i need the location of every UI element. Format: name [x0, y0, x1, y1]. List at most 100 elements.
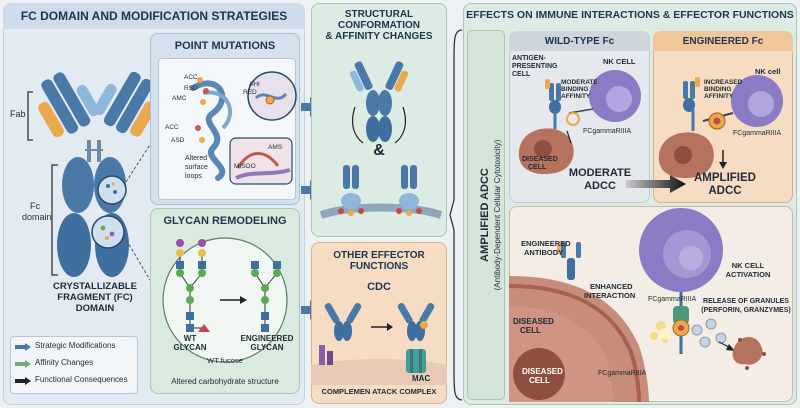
legend-functional-arrow-icon	[15, 377, 31, 385]
fcg-label-bottom-2: FCgammaRIIIA	[598, 370, 647, 377]
structural-title-line2: CONFORMATION	[337, 20, 421, 31]
inset-label-misoo: MISOO	[234, 163, 256, 170]
legend-item-affinity: Affinity Changes	[35, 358, 94, 367]
glycan-remodeling-title: GLYCAN REMODELING	[163, 215, 287, 227]
wt-fucose-label: WT fucose	[207, 356, 243, 365]
point-mutations-title: POINT MUTATIONS	[174, 40, 276, 52]
fcg-label-bottom-1: FCgammaRIIIA	[648, 296, 697, 303]
engineered-antibody-2: ANTIBODY	[524, 248, 564, 257]
eng-interaction-illustration	[658, 75, 783, 179]
vertical-bracket	[449, 29, 463, 401]
fab-label: Fab	[10, 109, 26, 119]
mutation-label-asd: ASD	[171, 137, 185, 144]
caption-surface: surface	[185, 164, 208, 171]
diseased-label-bottom-2: CELL	[520, 326, 541, 335]
moderate-affinity-3: AFFINITY	[561, 93, 591, 100]
right-title: EFFECTS ON IMMUNE INTERACTIONS & EFFECTO…	[466, 9, 794, 21]
legend-strategic-arrow-icon	[15, 343, 31, 351]
protein-ribbon-illustration	[190, 71, 297, 185]
mutation-label-amc: AMC	[172, 95, 187, 102]
cdc-illustration	[311, 303, 447, 385]
mutation-label-acc-1: ACC	[184, 74, 198, 81]
complement-complex-label: COMPLEMEN ATACK COMPLEX	[321, 387, 437, 396]
arrow-glycan-to-structural	[301, 180, 320, 200]
vertical-amplified-bar	[467, 30, 505, 400]
amplified-adcc-2: ADCC	[708, 185, 742, 197]
moderate-to-amplified-arrow	[626, 175, 686, 193]
diseased-label-bottom-4: CELL	[529, 376, 550, 385]
arrow-mutations-to-structural	[301, 97, 320, 117]
inset-label-ahi: AHI	[249, 81, 260, 88]
nk-activation-1: NK CELL	[731, 261, 765, 270]
structural-panel	[311, 3, 447, 237]
nk-cell-label-eng: NK cell	[755, 67, 781, 76]
adcc-mechanism-illustration	[508, 208, 766, 403]
fragment-label-line3: DOMAIN	[75, 303, 115, 314]
arrow-glycan-to-other	[301, 300, 320, 320]
legend-item-strategic: Strategic Modifications	[35, 341, 116, 350]
down-arrow-eng	[719, 150, 727, 169]
engineered-header-bar	[653, 31, 793, 51]
other-title-line2: FUNCTIONS	[349, 261, 409, 272]
legend-item-functional: Functional Consequences	[35, 375, 128, 384]
wild-type-header-bar	[509, 31, 650, 51]
mac-label: MAC	[412, 374, 431, 383]
caption-loops: loops	[185, 173, 202, 180]
left-title: FC DOMAIN AND MODIFICATION STRATEGIES	[20, 9, 288, 23]
engineered-header: ENGINEERED Fc	[682, 36, 764, 47]
nk-cell-label-wt: NK CELL	[603, 57, 636, 66]
diseased-label-wt-2: CELL	[528, 164, 547, 171]
fc-label-line2: domain	[22, 212, 52, 222]
other-title-line1: OTHER EFFECTOR	[333, 250, 425, 261]
fcg-label-eng: FCgammaRIIIA	[733, 130, 782, 137]
nk-activation-2: ACTIVATION	[725, 270, 771, 279]
antibody-illustration	[27, 71, 156, 286]
diseased-label-bottom-3: DISEASED	[522, 367, 563, 376]
wild-type-header: WILD-TYPE Fc	[544, 36, 615, 47]
legend	[10, 336, 138, 394]
vertical-amplified-title: AMPLIFIED ADCC	[479, 168, 492, 262]
increased-affinity-2: BINDING	[704, 86, 732, 93]
left-title-bar	[3, 3, 305, 29]
release-granules-1: RELEASE OF GRANULES	[703, 298, 789, 305]
cdc-label: CDC	[367, 281, 391, 293]
fcg-label-wt: FCgammaRIIIA	[583, 128, 632, 135]
eng-glycan-label-2: GLYCAN	[250, 343, 284, 352]
moderate-affinity-2: BINDING	[561, 86, 589, 93]
caption-altered: Altered	[185, 155, 208, 162]
moderate-affinity-1: MODERATE	[561, 79, 598, 86]
structural-title-line1: STRUCTURAL	[344, 9, 414, 20]
increased-affinity-1: INCREASED	[704, 79, 743, 86]
structural-title-line3: & AFFINITY CHANGES	[325, 31, 433, 42]
moderate-adcc-1: MODERATE	[568, 167, 632, 179]
structural-amp: &	[373, 142, 385, 159]
diseased-label-wt-1: DISEASED	[522, 156, 558, 163]
glycan-structure-illustration	[162, 237, 288, 363]
mutation-label-rsd: RSD	[184, 85, 198, 92]
glycan-caption: Altered carbohydrate structure	[171, 377, 279, 386]
legend-affinity-arrow-icon	[15, 360, 31, 368]
vertical-amplified-subtitle: (Antibody-Dependent Cellular Cytotoxicit…	[492, 139, 502, 291]
moderate-adcc-2: ADCC	[584, 180, 616, 192]
fragment-label-line1: CRYSTALLIZABLE	[53, 281, 137, 292]
inset-label-ams: AMS	[268, 144, 283, 151]
mutation-label-acc-2: ACC	[165, 124, 179, 131]
inset-label-red: RED	[243, 89, 257, 96]
enhanced-interaction-2: INTERACTION	[584, 291, 636, 300]
wt-glycan-label-2: GLYCAN	[173, 343, 207, 352]
fc-label-line1: Fc	[30, 201, 40, 211]
diseased-label-bottom-1: DISEASED	[513, 317, 554, 326]
increased-affinity-3: AFFINITY	[704, 93, 734, 100]
engineered-antibody-1: ENGINEERED	[521, 239, 571, 248]
release-granules-2: (PERFORIN, GRANZYMES)	[701, 307, 791, 314]
fragment-label-line2: FRAGMENT (FC)	[57, 292, 133, 303]
apc-label-1: ANTIGEN-	[512, 55, 546, 62]
conformation-change-illustration	[319, 61, 443, 219]
wt-glycan-label-1: WT	[183, 334, 197, 343]
amplified-adcc-1: AMPLIFIED	[694, 172, 756, 184]
apc-label-2: PRESENTING	[512, 63, 558, 70]
eng-glycan-label-1: ENGINEERED	[240, 334, 294, 343]
enhanced-interaction-1: ENHANCED	[590, 282, 633, 291]
wt-interaction-illustration	[518, 70, 641, 175]
apc-label-3: CELL	[512, 71, 531, 78]
